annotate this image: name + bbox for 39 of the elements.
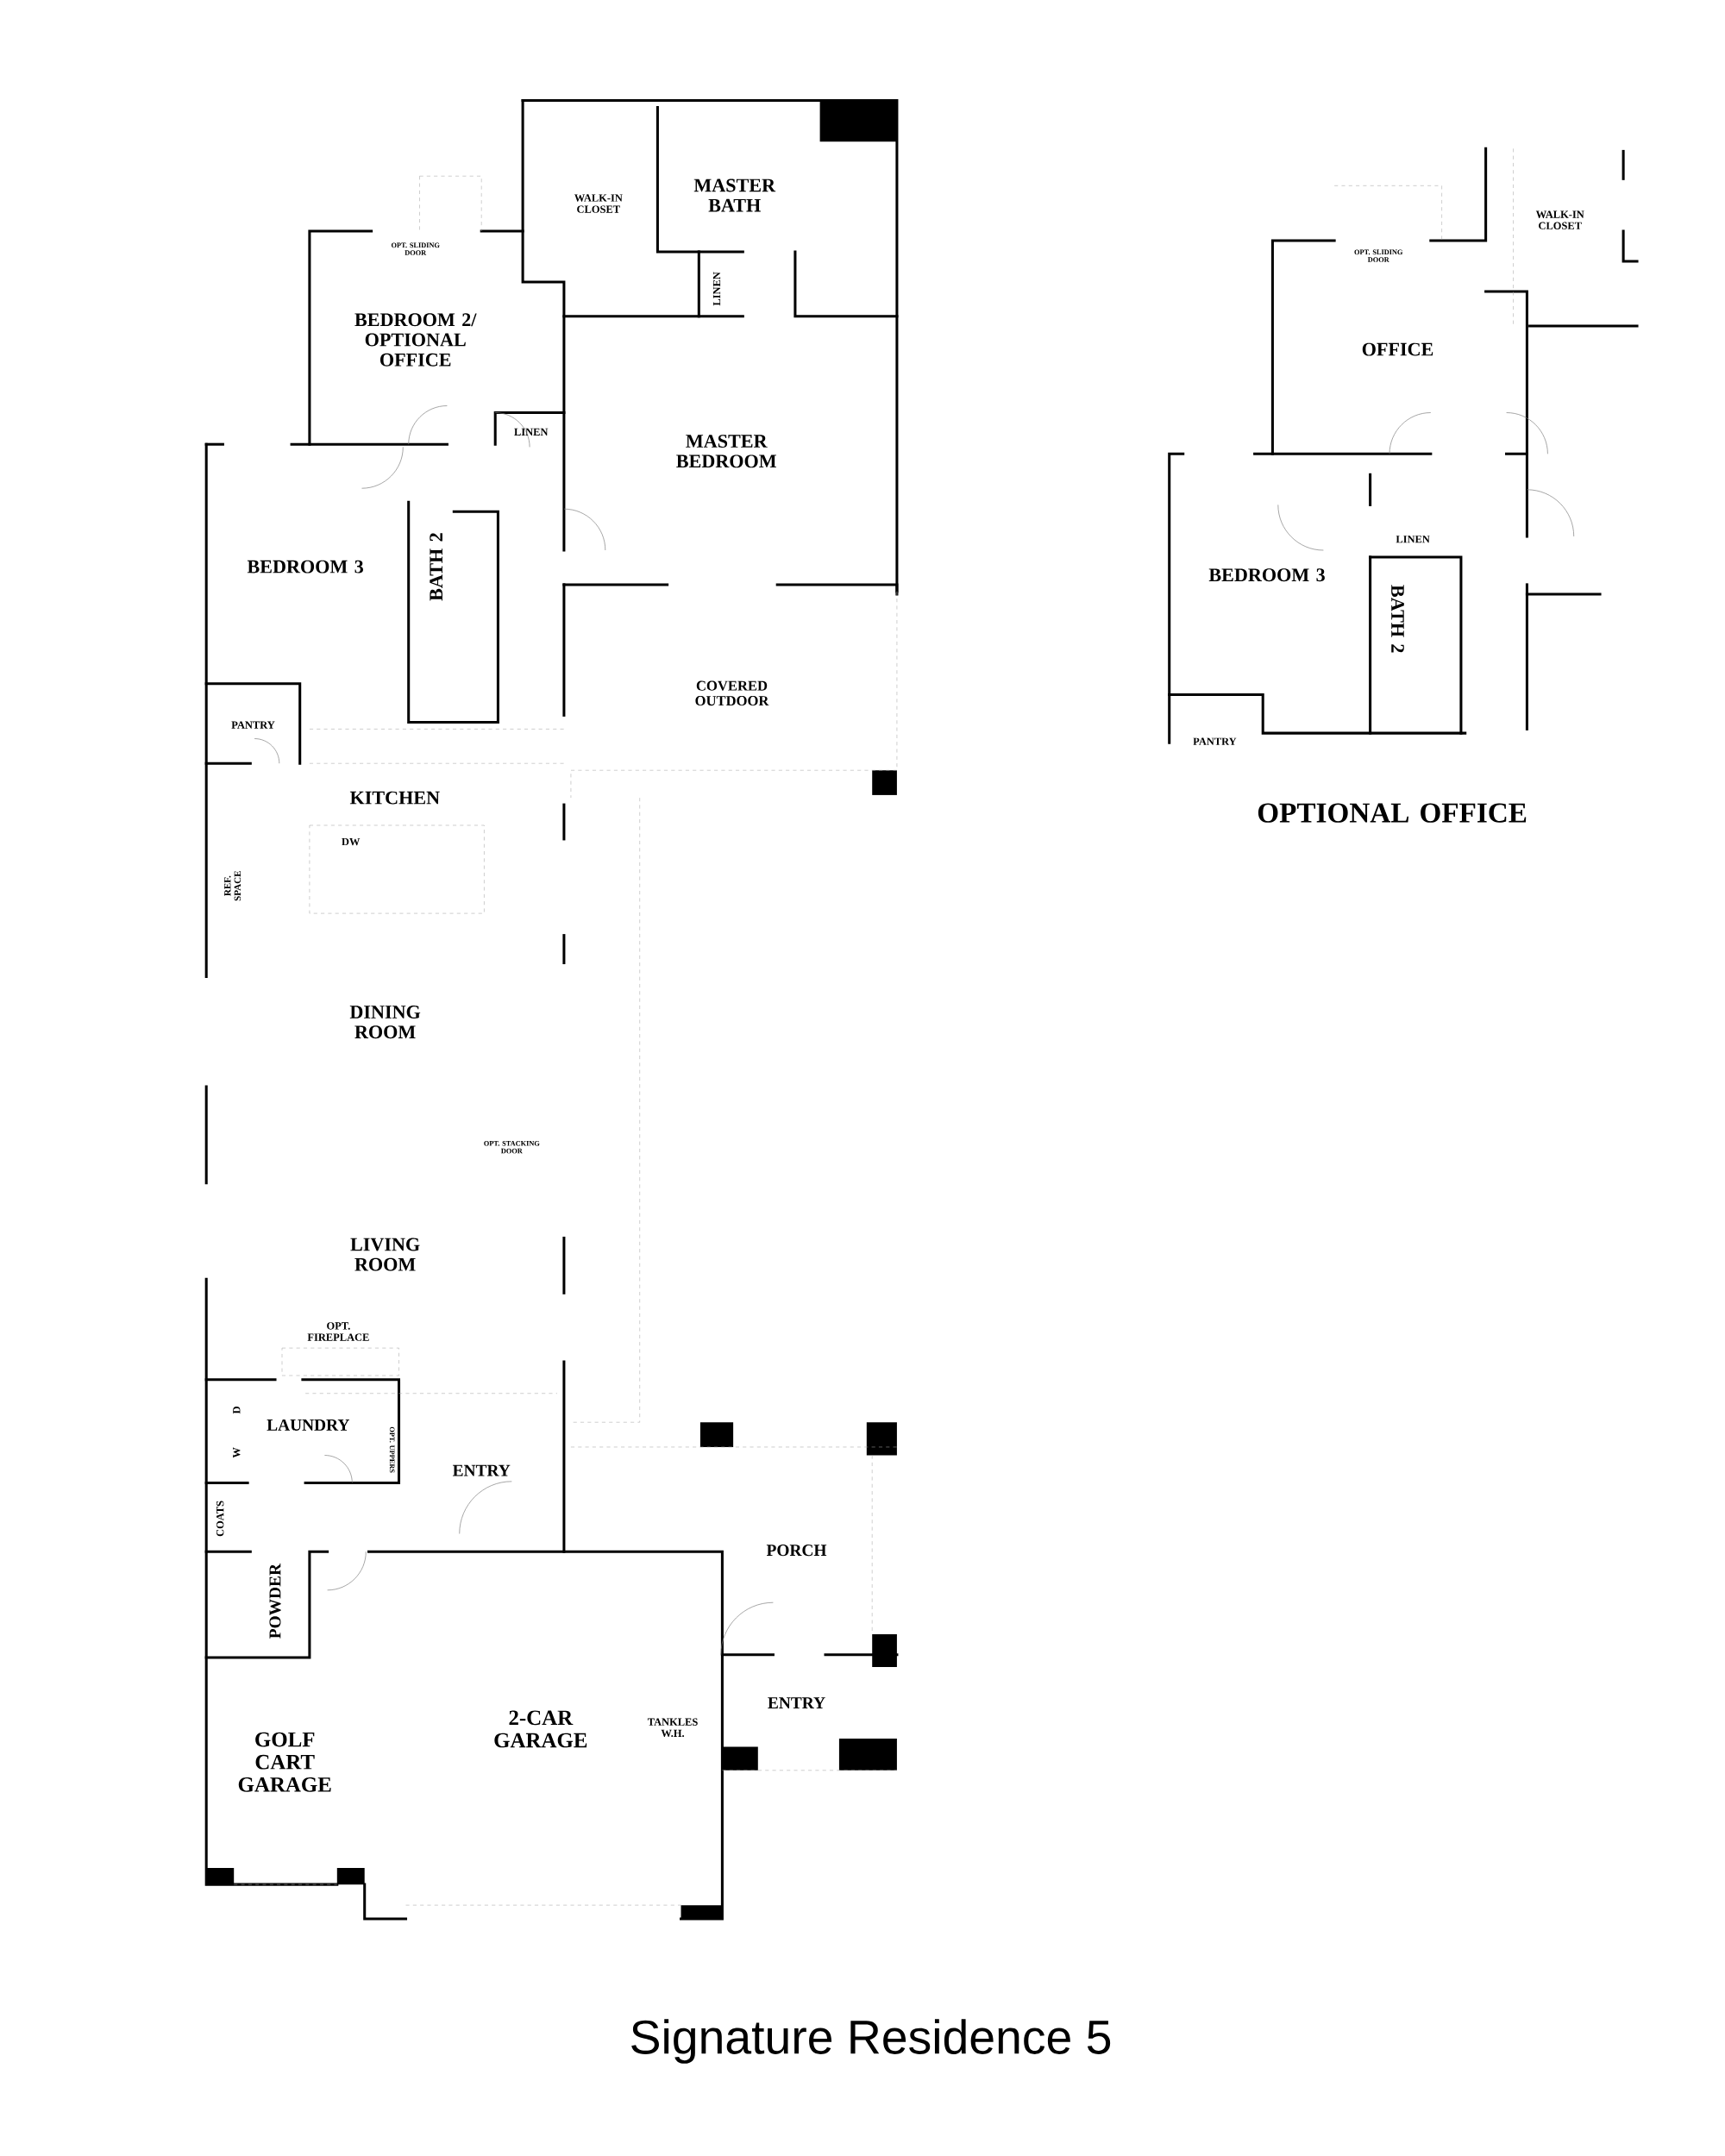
room-label: WALK-IN CLOSET [1535, 210, 1584, 229]
appliance-label: W [233, 1447, 241, 1458]
note-text: OPT. STACKING DOOR [484, 1141, 540, 1154]
room-label: BATH 2 [1391, 585, 1404, 653]
room-label: LINEN [514, 428, 549, 436]
room-label: OFFICE [1362, 342, 1433, 356]
room-label: BEDROOM 3 [1208, 568, 1325, 582]
note-text: OPT. SLIDING DOOR [1354, 249, 1403, 262]
room-label: PANTRY [1193, 737, 1237, 745]
room-label: LAUNDRY [267, 1419, 349, 1431]
room-label: POWDER [269, 1563, 281, 1639]
room-label: LINEN [1396, 536, 1430, 543]
room-label: COVERED OUTDOOR [695, 680, 769, 706]
room-label: BEDROOM 2/ OPTIONAL OFFICE [354, 313, 477, 367]
appliance-label: REF. SPACE [224, 871, 242, 901]
room-label: LIVING ROOM [350, 1238, 420, 1271]
note-text: OPT. SLIDING DOOR [391, 242, 440, 255]
appliance-label: D [233, 1407, 241, 1414]
room-label: ENTRY [768, 1697, 825, 1708]
room-label: PANTRY [231, 721, 275, 729]
room-label: PORCH [766, 1545, 827, 1557]
room-label: KITCHEN [349, 791, 440, 805]
room-label: BATH 2 [430, 533, 442, 601]
appliance-label: DW [342, 837, 361, 846]
title: Signature Residence 5 [631, 2019, 1111, 2064]
appliance-label: TANKLES W.H. [647, 1718, 698, 1738]
room-label: LINEN [712, 272, 721, 306]
room-label: COATS [216, 1501, 224, 1537]
room-label: GOLF CART GARAGE [238, 1732, 331, 1792]
note-text: OPT. FIREPLACE [307, 1322, 369, 1341]
room-label: DINING ROOM [349, 1006, 421, 1039]
room-label: MASTER BEDROOM [676, 435, 776, 468]
room-label: MASTER BATH [693, 179, 776, 212]
room-label: BEDROOM 3 [247, 560, 363, 573]
plan-heading: OPTIONAL OFFICE [1258, 803, 1527, 823]
room-label: 2-CAR GARAGE [494, 1710, 587, 1748]
room-label: ENTRY [452, 1464, 511, 1476]
note-text: OPT. UPPERS [389, 1426, 395, 1473]
room-label: WALK-IN CLOSET [574, 194, 623, 213]
